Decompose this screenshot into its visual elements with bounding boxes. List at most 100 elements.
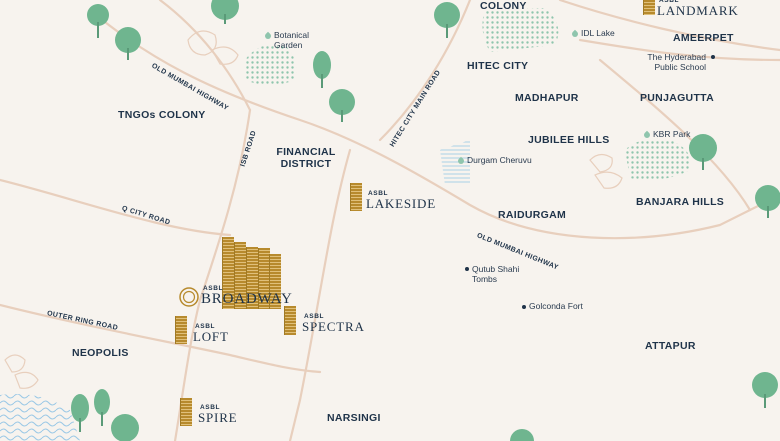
idl-lake-water [482,8,559,52]
project-name: LAKESIDE [366,196,436,211]
tree-icon [313,51,331,88]
tree-icon [689,134,717,170]
trees [71,0,780,441]
project-loft[interactable]: ASBL LOFT [193,323,229,343]
loft-building-icon [175,316,187,344]
financial-district-road [288,148,352,441]
project-broadway[interactable]: ASBL BROADWAY [201,285,293,307]
landmark-label: Golconda Fort [529,301,583,311]
area-colony: COLONY [480,0,527,12]
rock-6 [14,371,39,389]
tree-icon [434,2,460,38]
area-punjagutta: PUNJAGUTTA [640,92,714,104]
area-banjara-hills: BANJARA HILLS [636,196,725,208]
jubilee-road [598,58,752,212]
broadway-tower [269,254,281,309]
project-brand: ASBL [659,0,680,4]
area-jubilee-hills: JUBILEE HILLS [528,134,610,146]
landmark-label: KBR Park [653,129,691,139]
area-narsingi: NARSINGI [327,412,381,424]
spectra-building-icon [284,306,296,335]
landmark-label: Qutub Shahi Tombs [472,264,520,285]
landmark-label: The Hyderabad Public School [647,52,706,73]
outer-ring-road [0,303,322,374]
area-ameerpet: AMEERPET [673,32,734,44]
landmark-label: Botanical Garden [274,30,309,51]
project-spectra[interactable]: ASBL SPECTRA [302,313,365,333]
broadway-tower [234,242,246,309]
landmark-durgam-cheruvu: Durgam Cheruvu [456,155,532,165]
area-raidurgam: RAIDURGAM [498,209,567,221]
tree-icon [755,185,780,218]
rock-4 [594,171,623,189]
tree-icon [115,27,141,60]
leaf-icon [456,156,466,165]
isb-road [173,108,252,441]
landmark-qutub-shahi-tombs: Qutub Shahi Tombs [465,264,522,284]
broadway-tower [258,248,270,309]
landmark-golconda-fort: Golconda Fort [522,301,583,311]
landmark-building-icon [643,0,655,15]
leaf-icon [570,29,580,38]
project-brand: ASBL [203,285,224,292]
neopolis-water [0,394,80,441]
landmark-kbr-park: KBR Park [642,129,691,139]
project-name: LANDMARK [657,3,739,18]
hitec-city-main-road [378,0,472,142]
area-madhapur: MADHAPUR [515,92,579,104]
leaf-icon [642,130,652,139]
area-hitec-city: HITEC CITY [467,60,529,72]
location-dot-icon [465,267,469,271]
project-name: SPECTRA [302,319,365,334]
location-dot-icon [522,304,526,309]
tree-icon [87,4,109,38]
rock-1 [187,30,217,56]
rock-2 [211,46,239,65]
project-name: SPIRE [198,410,238,425]
project-name: LOFT [193,329,229,344]
tree-icon [94,389,110,426]
project-landmark[interactable]: ASBL LANDMARK [657,0,739,17]
area-financial-district: FINANCIAL DISTRICT [276,146,336,171]
landmark-label: Durgam Cheruvu [467,155,532,165]
project-brand: ASBL [200,404,221,411]
project-brand: ASBL [368,190,389,197]
project-brand: ASBL [195,323,216,330]
landmark-botanical-garden: Botanical Garden [263,30,326,51]
q-city-road [0,178,232,237]
rock-3 [589,153,613,173]
east-road [558,0,780,52]
leaf-icon [263,31,273,40]
location-dot-icon [711,55,716,59]
tree-icon [329,89,355,122]
ameerpet-road [578,38,780,62]
kbr-park-water [625,138,691,181]
botanical-garden-water [245,44,297,85]
rock-5 [4,354,26,373]
durgam-cheruvu-water [440,140,470,185]
project-brand: ASBL [304,313,325,320]
area-neopolis: NEOPOLIS [72,347,129,359]
project-lakeside[interactable]: ASBL LAKESIDE [366,190,436,210]
broadway-tower [222,237,234,309]
old-mumbai-highway [88,8,780,240]
lakeside-building-icon [350,183,362,211]
tree-icon [211,0,239,24]
landmark-hyderabad-public-school: The Hyderabad Public School [634,52,718,72]
area-attapur: ATTAPUR [645,340,696,352]
tree-icon [71,394,89,432]
broadway-tower [246,247,258,309]
tree-icon [111,414,139,441]
project-name: BROADWAY [201,291,293,307]
tree-icon [510,429,534,441]
project-spire[interactable]: ASBL SPIRE [198,404,237,424]
tree-icon [752,372,778,408]
landmark-idl-lake: IDL Lake [570,28,615,38]
broadway-logo-icon [179,287,199,307]
rock-outlines [4,30,623,389]
landmark-label: IDL Lake [581,28,615,38]
spire-building-icon [180,398,192,426]
area-tngos-colony: TNGOs COLONY [118,109,206,121]
